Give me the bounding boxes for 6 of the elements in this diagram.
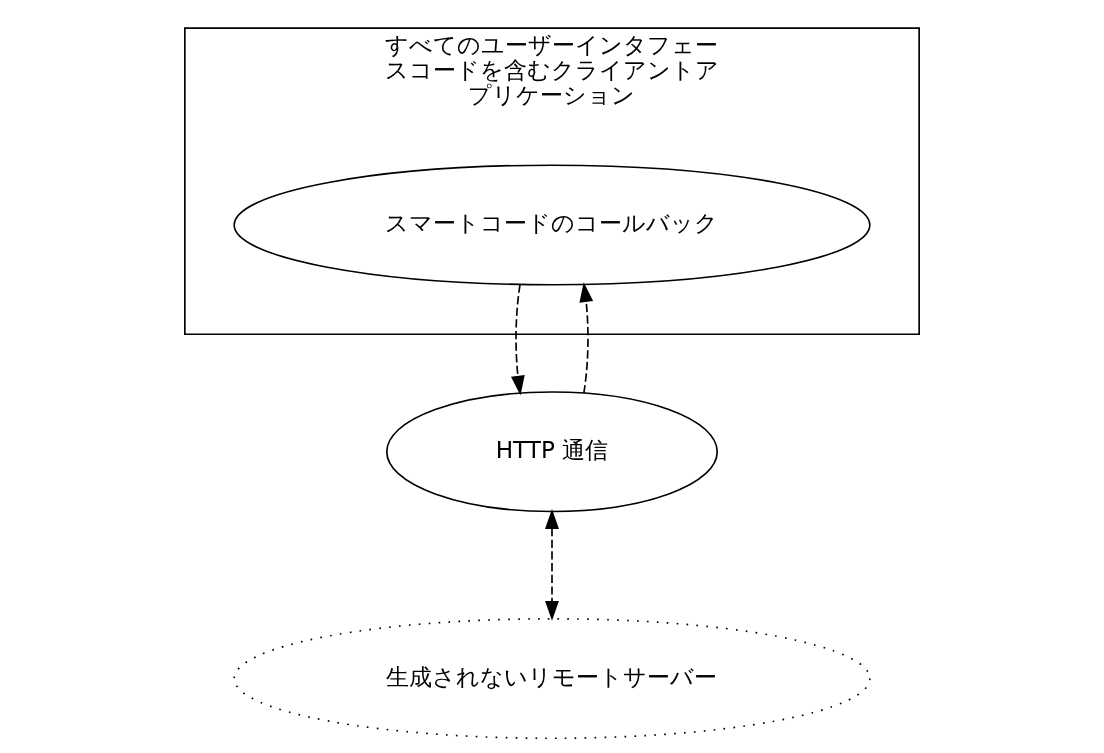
arrow: [510, 283, 525, 396]
arrow: [545, 509, 559, 621]
arrow: [579, 282, 594, 394]
node-ellipse: HTTP 通信: [385, 391, 719, 513]
node-ellipse: 生成されないリモートサーバー: [233, 617, 871, 740]
node-ellipse: スマートコードのコールバック: [233, 164, 871, 286]
